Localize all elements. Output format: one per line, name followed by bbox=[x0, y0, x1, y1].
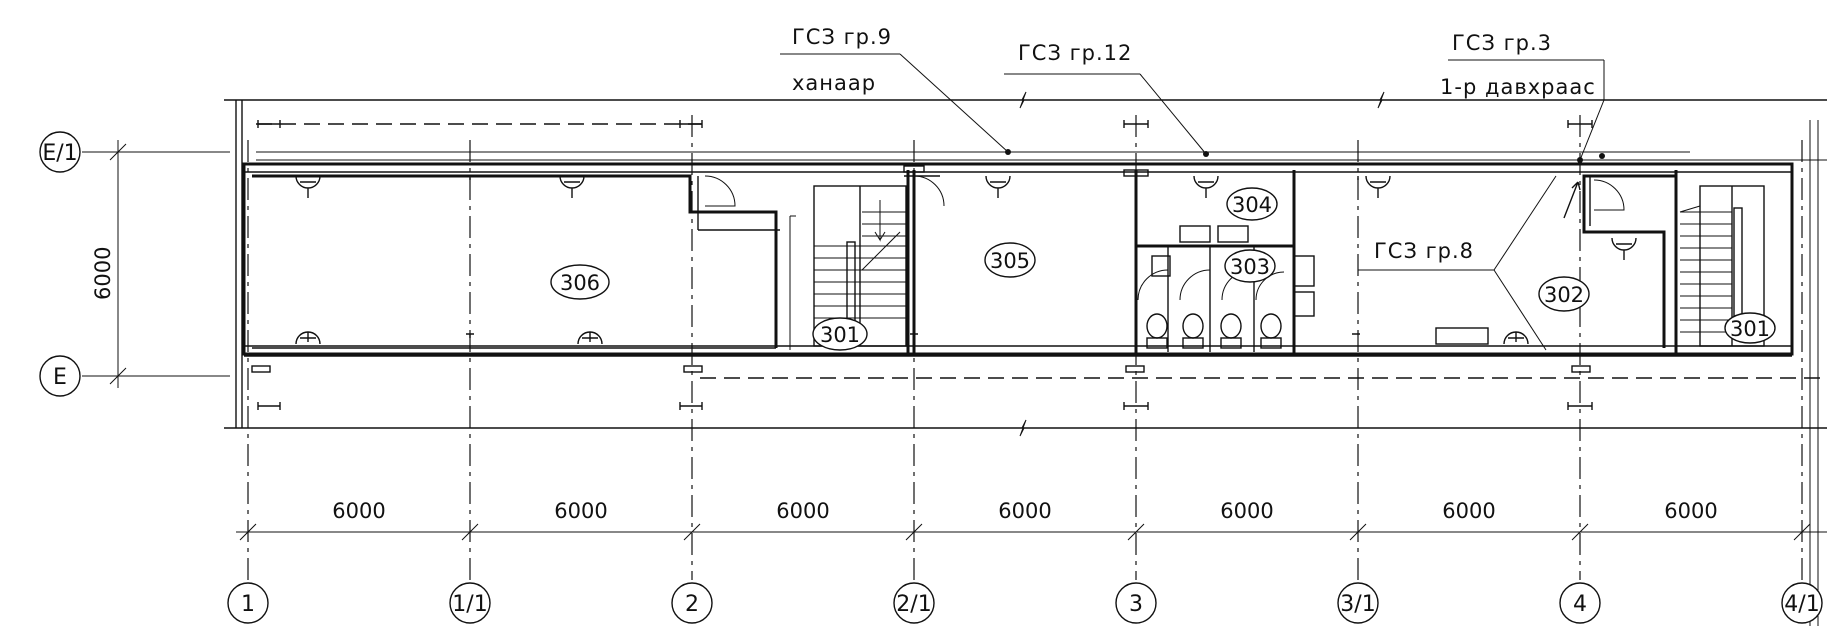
axis-3: 3 bbox=[1129, 592, 1143, 617]
axis-3-1: 3/1 bbox=[1340, 592, 1375, 617]
room-301-right-label: 301 bbox=[1730, 317, 1770, 341]
note-gsz9: ГСЗ гр.9 bbox=[792, 25, 892, 49]
room-303-label: 303 bbox=[1230, 255, 1270, 279]
axis-1: 1 bbox=[241, 592, 255, 617]
sanitary-block bbox=[1134, 170, 1315, 356]
left-dimension: 6000 bbox=[91, 140, 127, 388]
axis-2: 2 bbox=[685, 592, 699, 617]
annotations: ГСЗ гр.9 ханаар ГСЗ гр.12 ГСЗ гр.3 1-р д… bbox=[792, 25, 1596, 263]
vertical-axis-bubbles: 1 1/1 2 2/1 3 3/1 4 4/1 bbox=[227, 582, 1823, 624]
room-306-walls bbox=[252, 174, 780, 349]
room-305-walls bbox=[904, 170, 945, 354]
dimension-bay-2: 6000 bbox=[554, 499, 607, 523]
note-gsz12: ГСЗ гр.12 bbox=[1018, 41, 1132, 65]
exterior-walls bbox=[242, 162, 1794, 357]
slab-outline bbox=[224, 91, 1827, 626]
dimension-bay-1: 6000 bbox=[332, 499, 385, 523]
note-khanaar: ханаар bbox=[792, 71, 876, 95]
bottom-dimensions: 6000 6000 6000 6000 6000 6000 6000 bbox=[236, 499, 1827, 541]
leader-lines bbox=[780, 53, 1605, 161]
room-302-label: 302 bbox=[1544, 283, 1584, 307]
note-davkhraas: 1-р давхраас bbox=[1440, 75, 1596, 99]
dimension-left: 6000 bbox=[91, 247, 115, 300]
room-304-label: 304 bbox=[1232, 193, 1272, 217]
room-306-label: 306 bbox=[560, 271, 600, 295]
dimension-bay-4: 6000 bbox=[998, 499, 1051, 523]
room-301-left-label: 301 bbox=[820, 323, 860, 347]
axis-1-1: 1/1 bbox=[452, 592, 487, 617]
room-305-label: 305 bbox=[990, 249, 1030, 273]
note-gsz8: ГСЗ гр.8 bbox=[1374, 239, 1474, 263]
beam-markers bbox=[251, 120, 1593, 410]
room-labels: 306 305 304 303 302 301 301 bbox=[550, 187, 1776, 351]
horizontal-axis-lines bbox=[82, 151, 230, 377]
dimension-bay-5: 6000 bbox=[1220, 499, 1273, 523]
note-gsz3: ГСЗ гр.3 bbox=[1452, 31, 1552, 55]
dimension-bay-6: 6000 bbox=[1442, 499, 1495, 523]
axis-e: Е bbox=[53, 365, 67, 390]
axis-4: 4 bbox=[1573, 592, 1587, 617]
axis-4-1: 4/1 bbox=[1784, 592, 1819, 617]
room-302-walls bbox=[1292, 174, 1676, 354]
axis-e-1: Е/1 bbox=[42, 141, 77, 166]
dimension-bay-7: 6000 bbox=[1664, 499, 1717, 523]
horizontal-axis-bubbles: Е/1 Е bbox=[39, 131, 81, 397]
axis-2-1: 2/1 bbox=[896, 592, 931, 617]
dimension-bay-3: 6000 bbox=[776, 499, 829, 523]
stair-301-right bbox=[1674, 170, 1765, 354]
